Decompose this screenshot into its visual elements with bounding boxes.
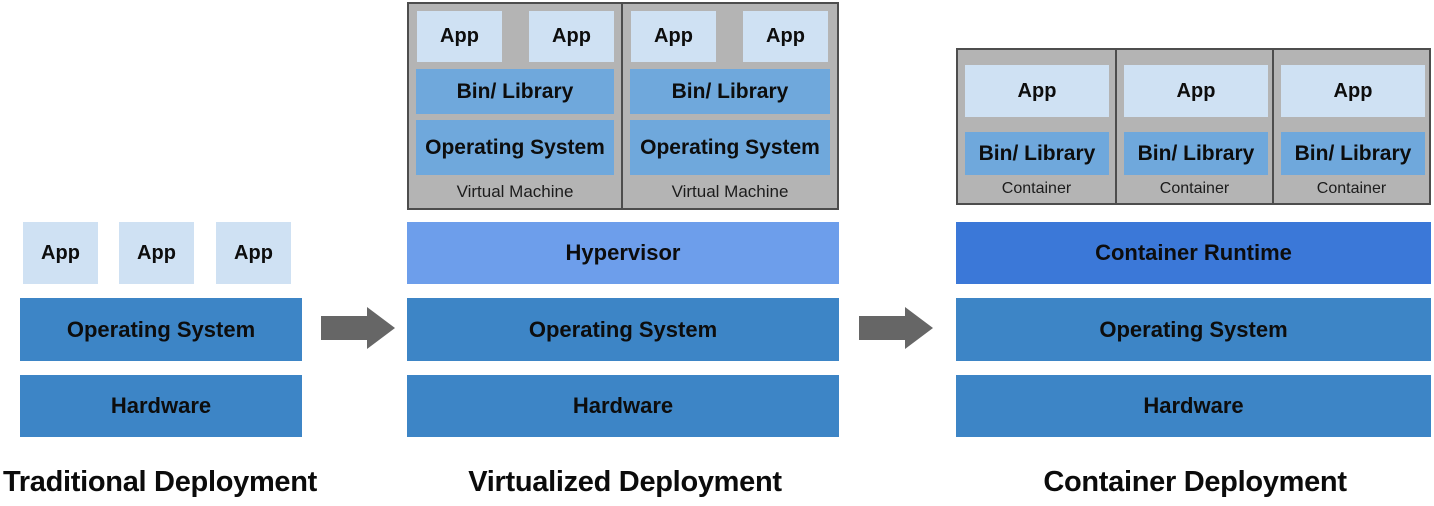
app-box: App bbox=[743, 11, 828, 62]
container-caption: Container bbox=[1159, 180, 1230, 197]
section-title-virtualized: Virtualized Deployment bbox=[468, 466, 782, 498]
hypervisor-bar: Hypervisor bbox=[407, 222, 839, 284]
container-caption: Container bbox=[1316, 180, 1387, 197]
hardware-bar: Hardware bbox=[956, 375, 1431, 437]
container-cell: App Bin/ Library Container bbox=[958, 50, 1115, 203]
app-box: App bbox=[965, 65, 1109, 117]
section-title-container: Container Deployment bbox=[1043, 466, 1347, 498]
bin-library-layer: Bin/ Library bbox=[630, 69, 830, 114]
arrow-right-icon bbox=[321, 307, 395, 349]
container-runtime-bar: Container Runtime bbox=[956, 222, 1431, 284]
container-cell: App Bin/ Library Container bbox=[1271, 50, 1429, 203]
operating-system-bar: Operating System bbox=[20, 298, 302, 361]
app-box: App bbox=[216, 222, 291, 284]
bin-library-layer: Bin/ Library bbox=[1280, 132, 1425, 175]
virtual-machine-box: App App Bin/ Library Operating System Vi… bbox=[407, 2, 623, 210]
virtual-machine-box: App App Bin/ Library Operating System Vi… bbox=[621, 2, 839, 210]
containers-group-box: App Bin/ Library Container App Bin/ Libr… bbox=[956, 48, 1431, 205]
section-title-traditional: Traditional Deployment bbox=[2, 466, 318, 498]
arrow-right-icon bbox=[859, 307, 933, 349]
container-cell: App Bin/ Library Container bbox=[1114, 50, 1272, 203]
app-box: App bbox=[23, 222, 98, 284]
operating-system-bar: Operating System bbox=[956, 298, 1431, 361]
app-box: App bbox=[1123, 65, 1268, 117]
bin-library-layer: Bin/ Library bbox=[1123, 132, 1268, 175]
container-caption: Container bbox=[1001, 180, 1072, 197]
operating-system-layer: Operating System bbox=[416, 120, 614, 175]
app-box: App bbox=[1280, 65, 1425, 117]
operating-system-bar: Operating System bbox=[407, 298, 839, 361]
bin-library-layer: Bin/ Library bbox=[965, 132, 1109, 175]
app-box: App bbox=[417, 11, 502, 62]
virtual-machine-caption: Virtual Machine bbox=[456, 182, 574, 201]
app-box: App bbox=[119, 222, 194, 284]
operating-system-layer: Operating System bbox=[630, 120, 830, 175]
hardware-bar: Hardware bbox=[407, 375, 839, 437]
virtual-machine-caption: Virtual Machine bbox=[671, 182, 789, 201]
app-box: App bbox=[631, 11, 716, 62]
bin-library-layer: Bin/ Library bbox=[416, 69, 614, 114]
app-box: App bbox=[529, 11, 614, 62]
virtual-machines-group: App App Bin/ Library Operating System Vi… bbox=[407, 2, 839, 210]
hardware-bar: Hardware bbox=[20, 375, 302, 437]
